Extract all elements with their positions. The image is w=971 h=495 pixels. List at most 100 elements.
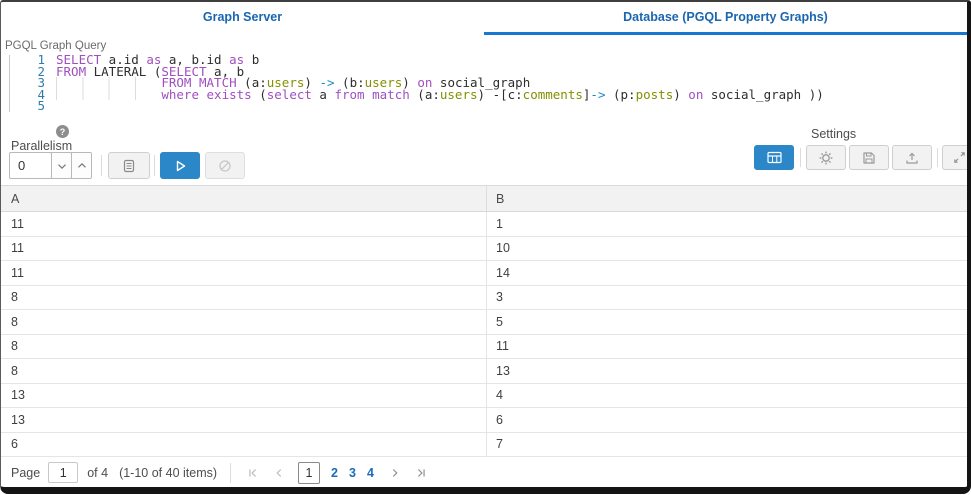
previous-page-button[interactable] <box>271 465 287 481</box>
column-header-b[interactable]: B <box>486 186 967 211</box>
line-number: 3 <box>37 75 45 91</box>
table-cell: 4 <box>486 383 967 407</box>
table-row[interactable]: 11 10 <box>1 236 967 261</box>
next-page-icon <box>392 468 398 477</box>
code-line: FROM MATCH (a:users) -> (b:users) on soc… <box>56 76 824 89</box>
upload-button[interactable] <box>892 145 932 170</box>
table-row[interactable]: 8 13 <box>1 359 967 384</box>
toolbar-separator <box>101 155 102 176</box>
table-cell: 10 <box>486 236 967 260</box>
last-page-button[interactable] <box>413 465 429 481</box>
save-floppy-icon <box>863 151 875 164</box>
table-row[interactable]: 13 4 <box>1 383 967 408</box>
table-view-button[interactable] <box>754 145 794 170</box>
table-cell: 11 <box>11 216 24 231</box>
table-header-row: A B <box>1 186 967 212</box>
table-cell: 14 <box>486 261 967 285</box>
toolbar-separator <box>154 155 155 176</box>
line-number: 4 <box>37 86 45 102</box>
next-page-button[interactable] <box>387 465 403 481</box>
toolbar-separator <box>937 148 938 167</box>
last-page-icon <box>417 468 425 477</box>
play-icon <box>176 160 186 171</box>
table-cell: 8 <box>11 363 18 378</box>
chevron-up-icon <box>77 162 86 168</box>
cancel-prohibit-icon <box>219 159 231 172</box>
cancel-query-button[interactable] <box>205 152 245 179</box>
upload-icon <box>906 152 918 164</box>
current-page-button[interactable]: 1 <box>298 461 321 484</box>
code-line <box>56 100 824 112</box>
tab-database-pgql-label: Database (PGQL Property Graphs) <box>623 10 828 24</box>
table-cell: 6 <box>11 437 18 452</box>
page-label: Page <box>11 465 41 480</box>
table-cell: 13 <box>11 412 25 427</box>
parallelism-label: Parallelism <box>11 139 73 153</box>
table-cell: 11 <box>486 334 967 358</box>
parallelism-input[interactable] <box>9 152 52 179</box>
table-cell: 11 <box>11 265 24 280</box>
save-button[interactable] <box>849 145 889 170</box>
table-cell: 11 <box>11 241 24 256</box>
pagination-separator <box>230 462 232 483</box>
table-cell: 6 <box>486 408 967 432</box>
table-cell: 8 <box>11 290 18 305</box>
table-cell: 13 <box>11 388 25 403</box>
tab-graph-server[interactable]: Graph Server <box>1 2 484 35</box>
code-line: SELECT a.id as a, b.id as b <box>56 52 260 67</box>
editor-label: PGQL Graph Query <box>5 40 107 52</box>
toolbar-separator <box>800 148 801 167</box>
pagination-bar: Page of 4 (1-10 of 40 items) 1 234 <box>1 457 967 487</box>
parallelism-increment-button[interactable] <box>71 152 92 179</box>
line-number: 5 <box>37 98 45 114</box>
tab-graph-server-label: Graph Server <box>202 10 283 24</box>
table-cell: 8 <box>11 339 18 354</box>
line-number: 2 <box>37 63 45 79</box>
expand-fullscreen-button[interactable] <box>942 145 967 170</box>
page-link-2[interactable]: 2 <box>331 465 338 480</box>
table-cell: 7 <box>486 432 967 456</box>
table-cell: 8 <box>11 314 18 329</box>
line-number: 1 <box>37 52 45 67</box>
plan-document-icon <box>123 159 135 172</box>
code-line: where exists (select a from match (a:use… <box>56 88 824 101</box>
first-page-icon <box>249 468 257 477</box>
settings-button[interactable] <box>806 145 846 170</box>
explain-plan-button[interactable] <box>108 152 150 179</box>
table-cell: 5 <box>486 310 967 334</box>
parallelism-decrement-button[interactable] <box>51 152 72 179</box>
help-icon[interactable]: ? <box>56 125 69 138</box>
items-count-label: (1-10 of 40 items) <box>119 465 218 480</box>
table-row[interactable]: 13 6 <box>1 408 967 433</box>
table-cell: 3 <box>486 285 967 309</box>
page-link-4[interactable]: 4 <box>366 465 374 480</box>
page-link-3[interactable]: 3 <box>348 465 356 480</box>
page-of-label: of 4 <box>87 465 109 480</box>
page-number-input[interactable] <box>48 462 79 483</box>
gear-icon <box>819 151 833 164</box>
first-page-button[interactable] <box>245 465 261 481</box>
chevron-down-icon <box>57 163 66 169</box>
query-controls: ? Parallelism <box>1 122 967 185</box>
table-cell: 1 <box>486 212 967 236</box>
help-icon-glyph: ? <box>59 126 66 137</box>
expand-icon <box>953 152 965 163</box>
table-cell: 13 <box>486 359 967 383</box>
table-row[interactable]: 11 14 <box>1 261 967 286</box>
previous-page-icon <box>276 468 282 477</box>
column-header-a[interactable]: A <box>11 191 20 206</box>
table-row[interactable]: 8 11 <box>1 334 967 359</box>
tab-database-pgql[interactable]: Database (PGQL Property Graphs) <box>484 2 967 35</box>
run-query-button[interactable] <box>160 152 200 179</box>
